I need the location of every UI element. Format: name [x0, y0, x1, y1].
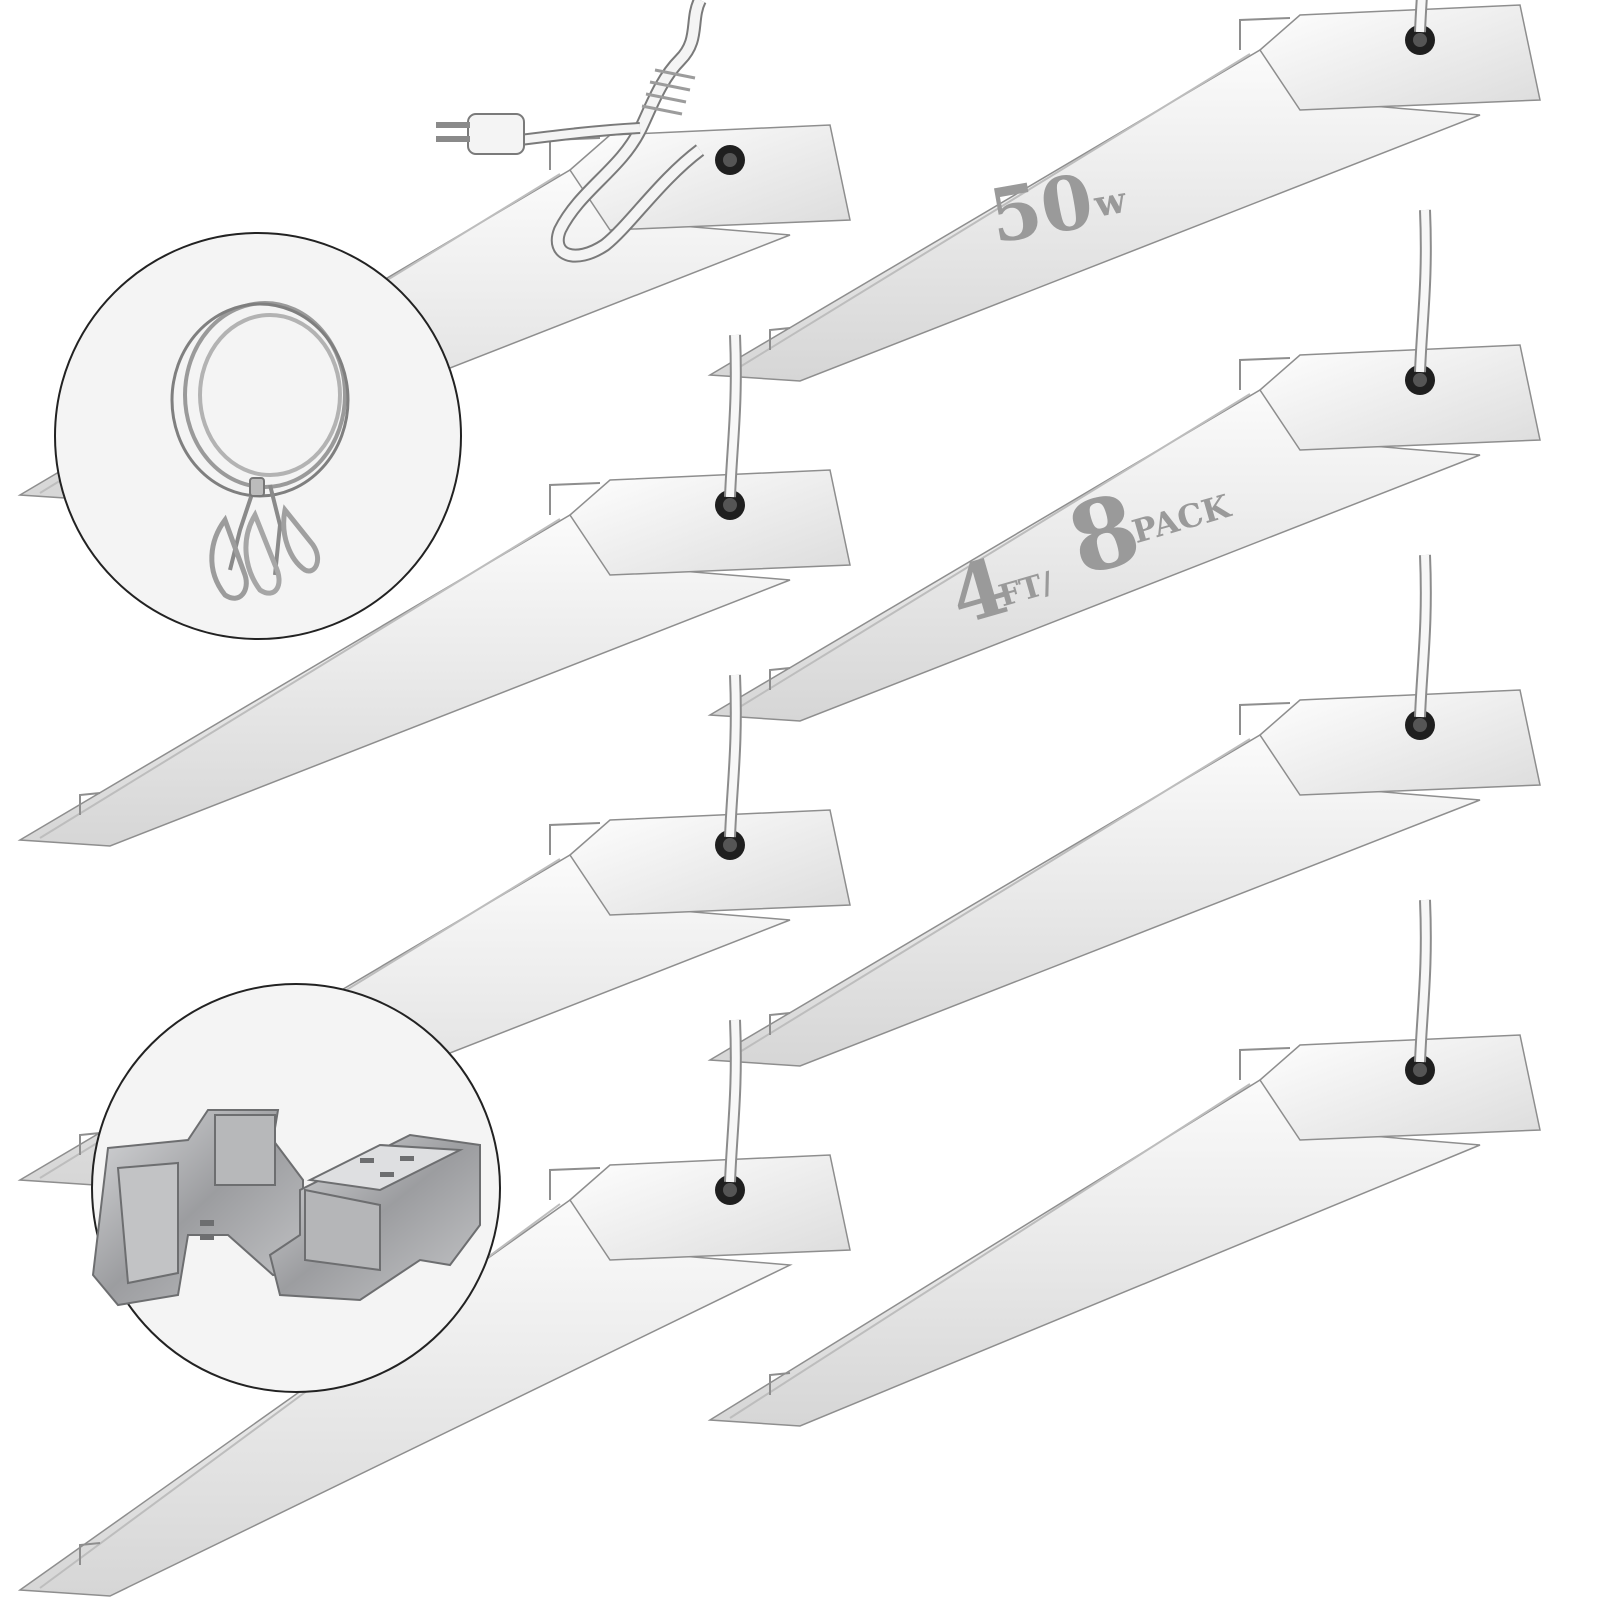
grommet-hole [1413, 373, 1427, 387]
wattage-number: 50 [983, 158, 1099, 261]
fixture-tail-tab [769, 1372, 791, 1395]
fixture-housing [569, 1154, 851, 1261]
fixture-7 [17, 1019, 851, 1597]
two-prong-plug-icon [436, 113, 525, 155]
fixture-edge [729, 1083, 1251, 1419]
grommet-hole [723, 498, 737, 512]
fixture-bracket [549, 822, 601, 855]
grommet-hole [723, 153, 737, 167]
grommet-hole [723, 1183, 737, 1197]
fixture-2 [707, 0, 1541, 382]
fixture-edge [729, 738, 1251, 1059]
power-cable-sheath [1416, 209, 1430, 373]
mounting-bracket-clip-icon [91, 1109, 481, 1307]
fixture-tail-tab [769, 1012, 791, 1035]
fixture-edge [729, 393, 1251, 714]
fixture-tail-tab [769, 667, 791, 690]
fixture-tail-tab [769, 327, 791, 350]
power-cable-sheath [1416, 899, 1430, 1063]
inset-hanging-wire [54, 232, 462, 640]
grommet-hole [1413, 33, 1427, 47]
grommet-hole [1413, 718, 1427, 732]
fixture-housing [1259, 344, 1541, 451]
fixture-bracket [1239, 1047, 1291, 1080]
plug-cord-icon [436, 0, 707, 263]
fixture-bracket [549, 1167, 601, 1200]
fixture-4 [707, 209, 1541, 722]
fixture-housing [569, 809, 851, 916]
fixture-tail-tab [79, 792, 101, 815]
fixture-edge [39, 518, 561, 839]
fixture-edge [729, 53, 1251, 374]
fixture-housing [1259, 4, 1541, 111]
power-cable-sheath [726, 334, 740, 498]
steel-hanging-cable-icon [170, 301, 350, 601]
fixture-tail-tab [79, 1132, 101, 1155]
power-cable-sheath [726, 1019, 740, 1183]
inset-mounting-clips [91, 983, 501, 1393]
grommet-hole [1413, 1063, 1427, 1077]
power-cable-sheath [1416, 0, 1426, 33]
fixture-8 [707, 899, 1541, 1427]
fixture-bracket [549, 482, 601, 515]
fixture-6 [707, 554, 1541, 1067]
power-cable-sheath [726, 674, 740, 838]
fixture-housing [1259, 689, 1541, 796]
fixture-bracket [1239, 702, 1291, 735]
grommet-hole [723, 838, 737, 852]
fixture-bracket [1239, 17, 1291, 50]
fixture-3 [17, 334, 851, 847]
fixture-tail-tab [79, 1542, 101, 1565]
power-cable-sheath [1416, 554, 1430, 718]
fixture-bracket [1239, 357, 1291, 390]
fixture-housing [1259, 1034, 1541, 1141]
fixture-housing [569, 469, 851, 576]
